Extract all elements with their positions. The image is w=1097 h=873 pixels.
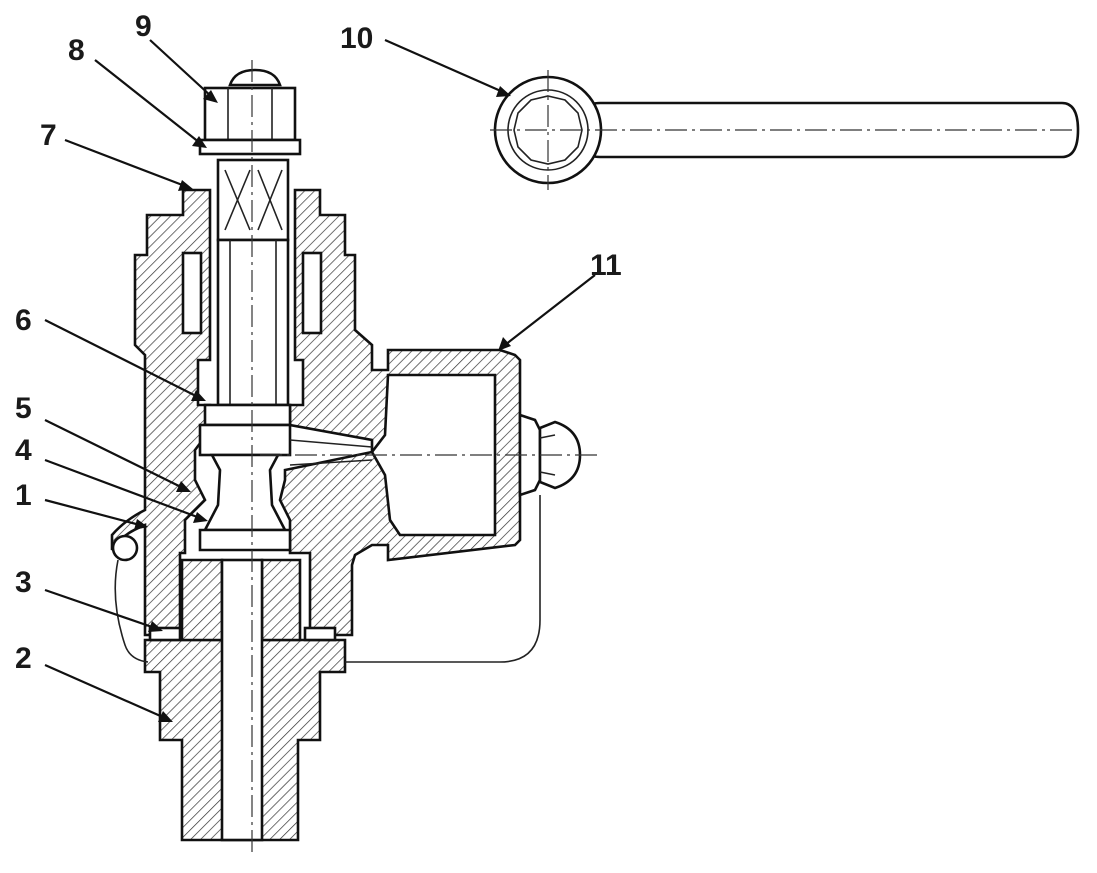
stem-part-7	[198, 158, 292, 552]
label-7: 7	[40, 119, 57, 152]
washer-part-8	[198, 138, 302, 156]
label-9: 9	[135, 10, 152, 43]
label-3: 3	[15, 566, 32, 599]
leader-lines	[44, 38, 596, 722]
label-1: 1	[15, 479, 32, 512]
safety-wire	[111, 495, 541, 663]
label-6: 6	[15, 304, 32, 337]
fitting-part-2	[143, 558, 347, 842]
label-8: 8	[68, 34, 85, 67]
label-5: 5	[15, 392, 32, 425]
label-4: 4	[15, 434, 32, 467]
wrench-part-10	[490, 70, 1080, 190]
label-10: 10	[340, 22, 373, 55]
label-2: 2	[15, 642, 32, 675]
nut-part-9	[198, 68, 302, 156]
label-11: 11	[590, 249, 622, 282]
